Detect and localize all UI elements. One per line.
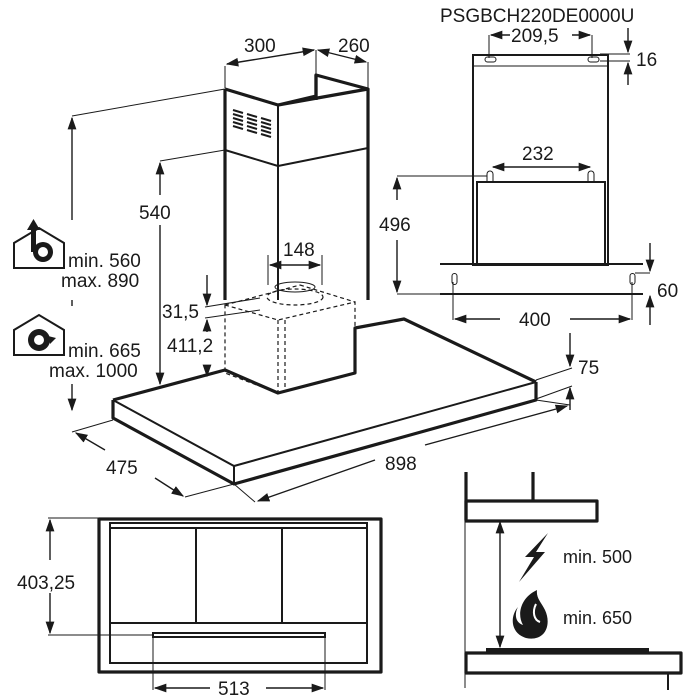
gas-clearance: min. 650 (563, 608, 632, 628)
filter-width-label: 513 (218, 679, 250, 700)
extraction-mode: min. 560 max. 890 (13, 219, 141, 292)
canopy-outline (97, 517, 383, 674)
bracket-offset-label: 16 (636, 50, 657, 71)
base-screw-right (629, 273, 636, 285)
base-width-label: 400 (519, 310, 551, 331)
bracket-inner-box (476, 181, 606, 265)
electric-clearance: min. 500 (563, 547, 632, 567)
light-strip (152, 632, 326, 638)
worktop (464, 651, 683, 675)
base-offset-label: 60 (657, 281, 678, 302)
extraction-max: max. 890 (61, 271, 139, 292)
bracket-height-label: 496 (379, 215, 411, 236)
hood-side (464, 499, 599, 523)
inner-width-label: 232 (522, 144, 554, 165)
outlet-collar (266, 288, 324, 306)
bracket-view: 209,5 16 232 496 60 400 (379, 26, 678, 331)
extraction-min: min. 560 (68, 251, 141, 272)
bottom-view: 403,25 513 (17, 517, 383, 700)
canopy-depth-label: 475 (106, 458, 138, 479)
model-number: PSGBCH220DE0000U (440, 6, 634, 27)
mount-slot-right (587, 56, 600, 63)
hood-isometric: 300 260 540 148 31,5 411,2 (67, 36, 599, 503)
hook-left (486, 170, 494, 183)
chimney-lower-label: 540 (139, 203, 171, 224)
house-recirculation-icon (13, 313, 65, 356)
lightning-icon (519, 533, 548, 582)
hob-surface (486, 648, 649, 653)
motor-height-label: 411,2 (167, 336, 213, 357)
canopy-thickness-label: 75 (578, 358, 599, 379)
chimney-depth-label: 260 (338, 36, 370, 57)
outlet-diameter-label: 148 (283, 240, 315, 261)
canopy-width-label: 898 (385, 454, 417, 475)
recirculation-min: min. 665 (68, 341, 141, 362)
mount-slot-left (484, 56, 497, 63)
recirculation-max: max. 1000 (49, 361, 138, 382)
chimney-width-label: 300 (244, 36, 276, 57)
outlet-offset-label: 31,5 (162, 302, 199, 323)
bracket-width-label: 209,5 (511, 26, 559, 47)
house-extraction-icon (13, 219, 65, 269)
chimney-vents (232, 109, 272, 138)
clearance-view: min. 500 min. 650 (464, 472, 683, 690)
recirculation-mode: min. 665 max. 1000 (13, 313, 141, 382)
bottom-depth-label: 403,25 (17, 573, 75, 594)
flame-icon (512, 590, 548, 639)
